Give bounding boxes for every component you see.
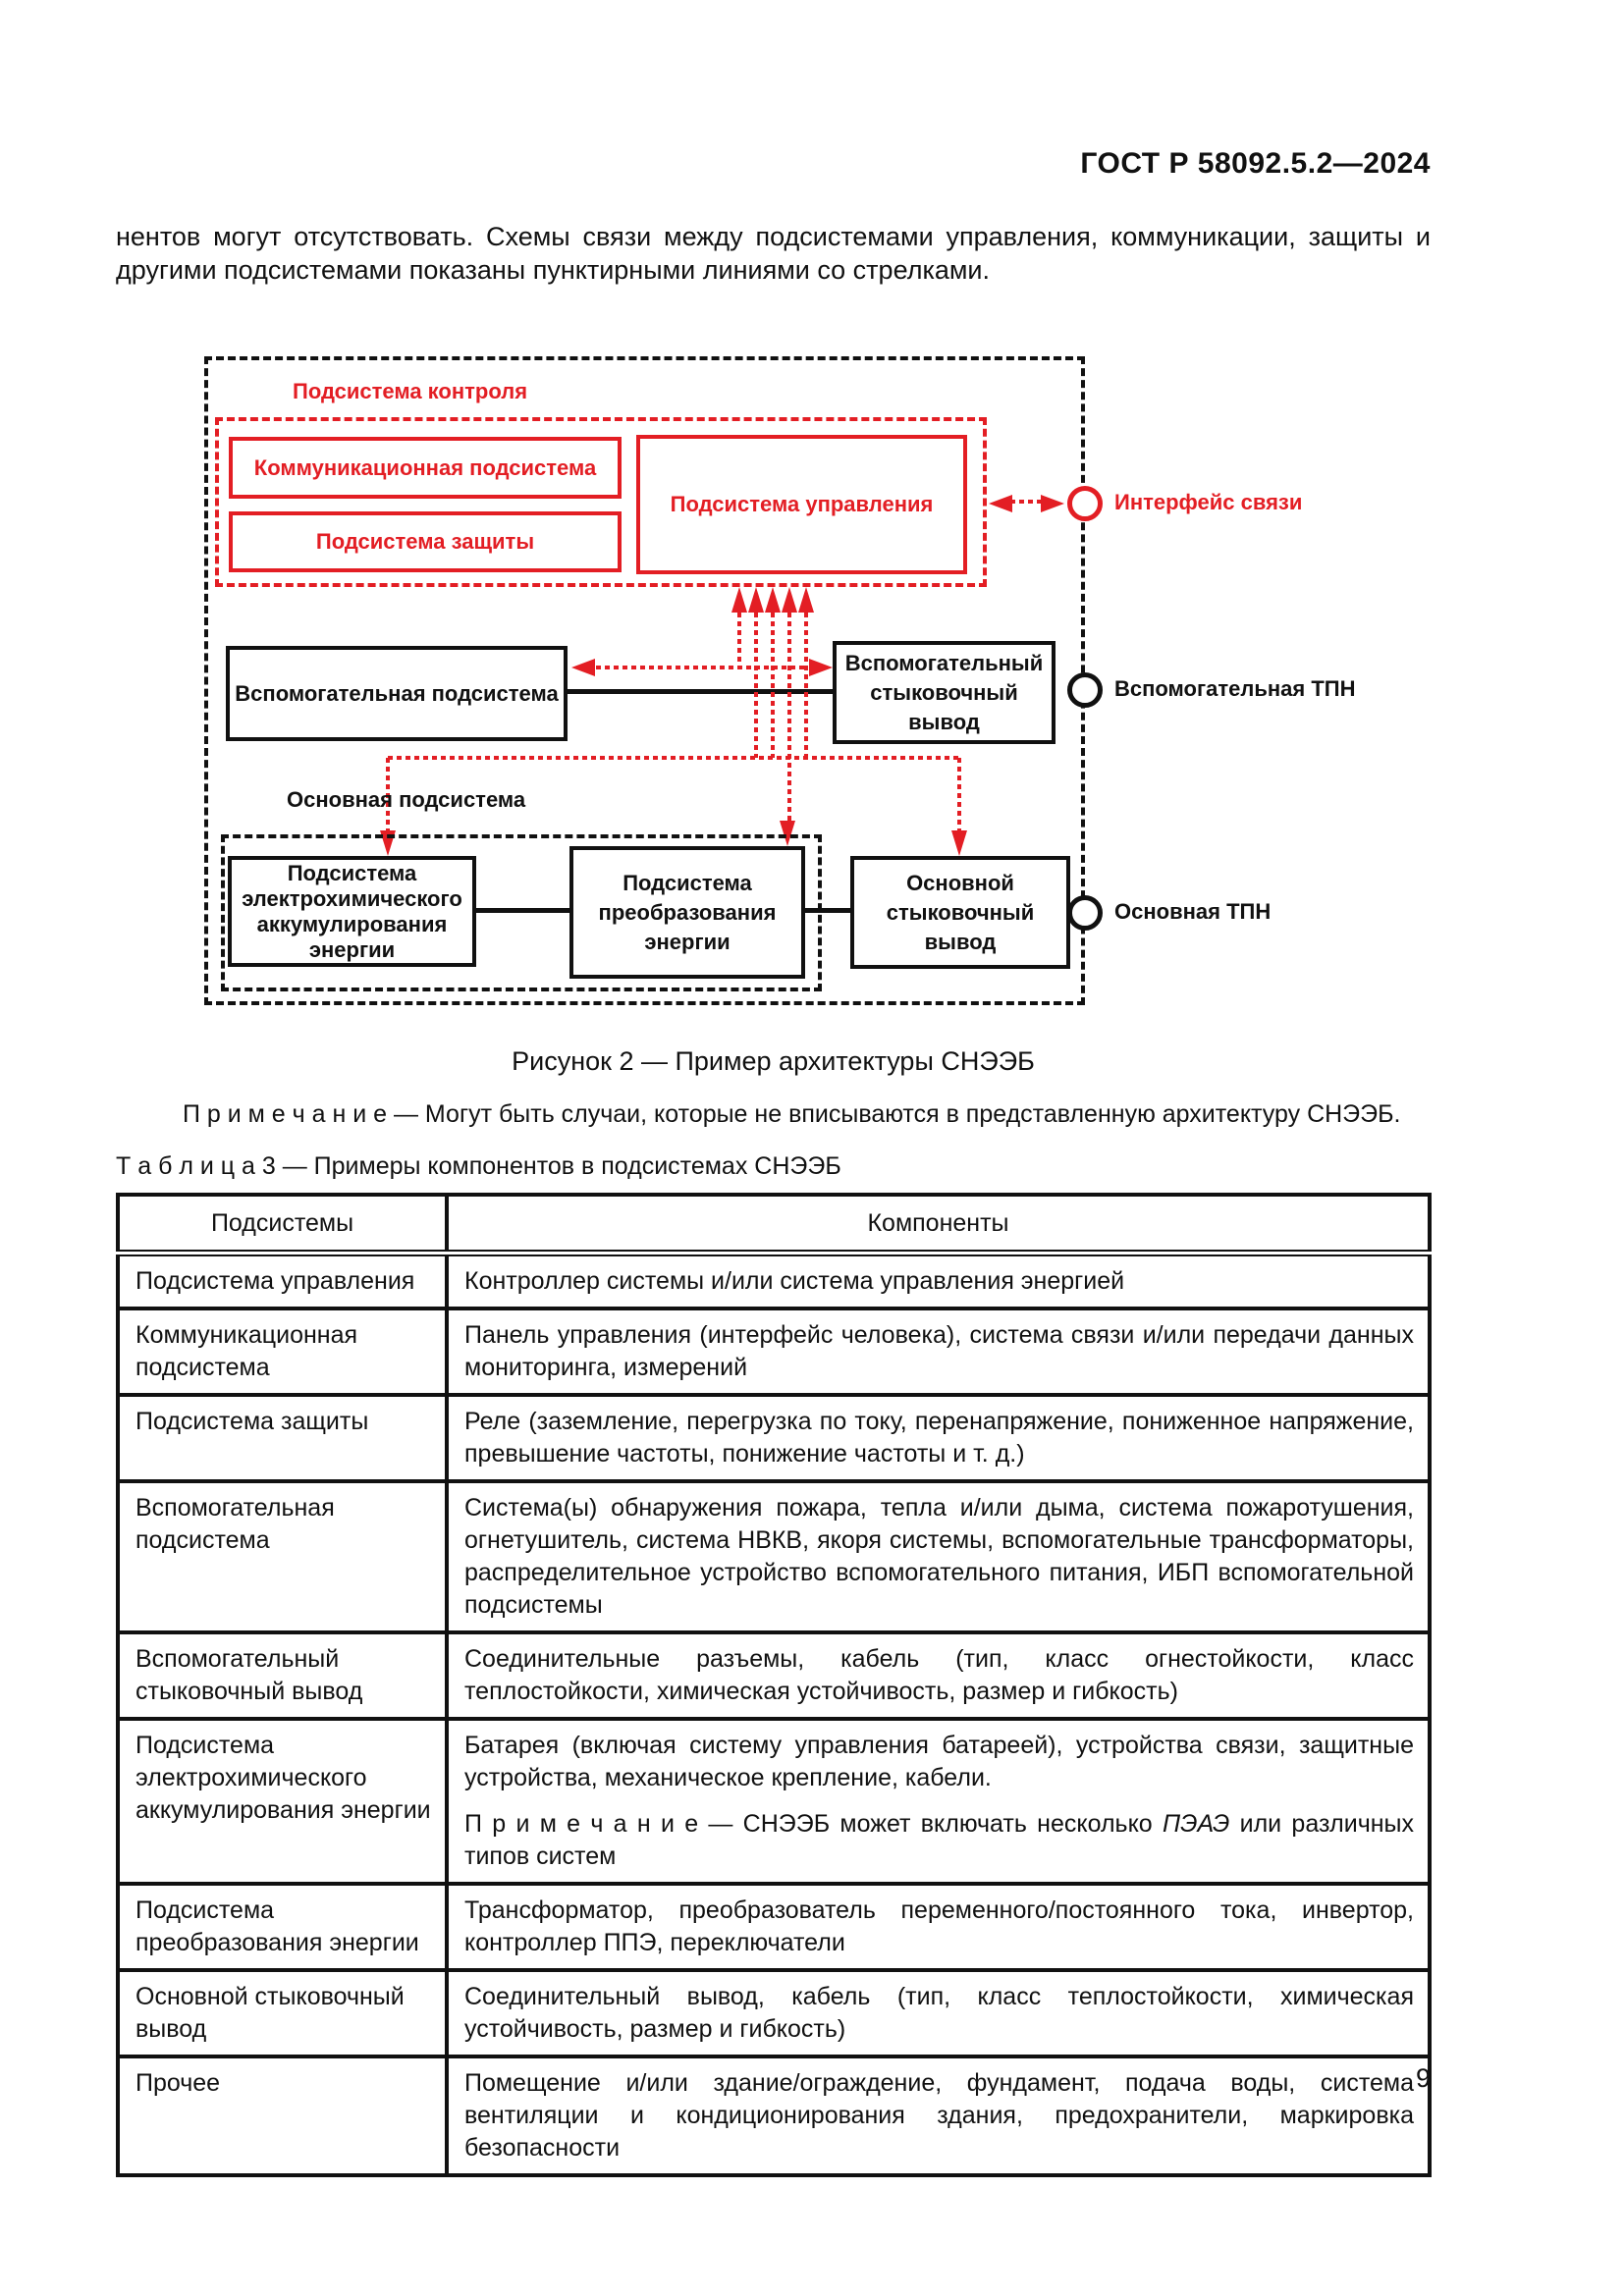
note-italic: ПЭАЭ	[1162, 1810, 1230, 1838]
bundle-stem-5	[804, 613, 808, 758]
bundle-arrowhead-4-icon	[782, 587, 797, 613]
storage-drop-line	[386, 758, 390, 830]
main-subsystem-dashed-box	[221, 834, 822, 991]
components-cell: Помещение и/или здание/ограждение, фунда…	[445, 2055, 1432, 2177]
control-subsystem-dashed-box	[215, 417, 987, 587]
bundle-stem-2	[754, 613, 758, 758]
management-subsystem-box: Подсистема управления	[636, 435, 967, 574]
interface-port-circle-icon	[1067, 486, 1103, 521]
subsystem-cell: Вспомогательная подсистема	[116, 1479, 449, 1634]
conversion-arrowhead-icon	[780, 821, 795, 846]
bundle-arrowhead-5-icon	[798, 587, 814, 613]
interface-label: Интерфейс связи	[1114, 490, 1303, 514]
protection-subsystem-box: Подсистема защиты	[229, 511, 622, 572]
protection-subsystem-label: Подсистема защиты	[315, 529, 535, 554]
components-cell: Соединительный вывод, кабель (тип, класс…	[445, 1968, 1432, 2058]
main-subsystem-label: Основная подсистема	[287, 787, 526, 812]
subsystem-cell: Коммуникационная подсистема	[116, 1307, 449, 1397]
bundle-stem-3	[771, 613, 775, 758]
page-title: ГОСТ Р 58092.5.2—2024	[1080, 147, 1431, 180]
storage-subsystem-box: Подсистема электрохимического аккумулиро…	[228, 856, 476, 967]
main-port-arrowhead-icon	[951, 830, 967, 856]
auxiliary-port-label: Вспомогательный стыковочный вывод	[844, 650, 1044, 734]
distribution-dotted-line	[388, 756, 961, 760]
subsystem-cell: Подсистема преобразования энергии	[116, 1882, 449, 1972]
components-cell: Трансформатор, преобразователь переменно…	[445, 1882, 1432, 1972]
components-cell: Система(ы) обнаружения пожара, тепла и/и…	[445, 1479, 1432, 1634]
table-header-row: Подсистемы Компоненты	[116, 1193, 1432, 1256]
bundle-stem-1	[737, 613, 741, 667]
auxiliary-port-box: Вспомогательный стыковочный вывод	[833, 641, 1056, 744]
management-subsystem-label: Подсистема управления	[670, 492, 934, 516]
components-text: Батарея (включая систему управления бата…	[464, 1732, 1414, 1791]
auxiliary-tpn-circle-icon	[1067, 672, 1103, 708]
conversion-subsystem-label: Подсистема преобразования энергии	[598, 870, 777, 954]
interface-dotted-line	[1010, 500, 1043, 504]
storage-subsystem-label: Подсистема электрохимического аккумулиро…	[242, 860, 462, 962]
figure-caption: Рисунок 2 — Пример архитектуры СНЭЭБ	[512, 1046, 1035, 1076]
table-row: Вспомогательная подсистема Система(ы) об…	[116, 1479, 1432, 1634]
components-cell: Контроллер системы и/или система управле…	[445, 1251, 1432, 1310]
table-caption: Т а б л и ц а 3 — Примеры компонентов в …	[116, 1152, 841, 1180]
auxiliary-connector-line	[568, 689, 833, 694]
components-note: П р и м е ч а н и е — СНЭЭБ может включа…	[464, 1808, 1414, 1873]
communication-subsystem-box: Коммуникационная подсистема	[229, 437, 622, 499]
main-port-drop-line	[957, 758, 961, 830]
bundle-arrowhead-1-icon	[731, 587, 747, 613]
bundle-stem-4	[787, 613, 791, 821]
main-port-label: Основной стыковочный вывод	[886, 870, 1035, 954]
body-paragraph: нентов могут отсутствовать. Схемы связи …	[116, 222, 1431, 285]
interface-arrowhead-right-icon	[1041, 495, 1064, 512]
column-header-components: Компоненты	[445, 1193, 1432, 1256]
main-tpn-circle-icon	[1067, 895, 1103, 931]
bundle-arrowhead-3-icon	[765, 587, 781, 613]
table-row: Подсистема защиты Реле (заземление, пере…	[116, 1393, 1432, 1483]
subsystem-cell: Прочее	[116, 2055, 449, 2177]
table-row: Подсистема управления Контроллер системы…	[116, 1251, 1432, 1310]
column-header-subsystems: Подсистемы	[116, 1193, 449, 1256]
auxiliary-subsystem-label: Вспомогательная подсистема	[235, 680, 559, 706]
page-number: 9	[1415, 2063, 1431, 2093]
table-row: Подсистема преобразования энергии Трансф…	[116, 1882, 1432, 1972]
table-row: Подсистема электрохимического аккумулиро…	[116, 1717, 1432, 1886]
components-cell: Батарея (включая систему управления бата…	[445, 1717, 1432, 1886]
figure-note: П р и м е ч а н и е — Могут быть случаи,…	[183, 1100, 1401, 1128]
table-row: Прочее Помещение и/или здание/ограждение…	[116, 2055, 1432, 2177]
subsystem-cell: Подсистема защиты	[116, 1393, 449, 1483]
conversion-port-line	[805, 908, 850, 913]
storage-conversion-line	[476, 908, 569, 913]
subsystem-cell: Подсистема электрохимического аккумулиро…	[116, 1717, 449, 1886]
bundle-arrowhead-2-icon	[748, 587, 764, 613]
communication-subsystem-label: Коммуникационная подсистема	[253, 454, 597, 480]
aux-arrowhead-left-icon	[571, 659, 595, 676]
main-port-box: Основной стыковочный вывод	[850, 856, 1070, 969]
auxiliary-tpn-label: Вспомогательная ТПН	[1114, 676, 1356, 701]
interface-arrowhead-left-icon	[989, 495, 1012, 512]
control-subsystem-label: Подсистема контроля	[293, 379, 528, 403]
conversion-subsystem-box: Подсистема преобразования энергии	[569, 846, 805, 979]
table-row: Вспомогательный стыковочный вывод Соедин…	[116, 1630, 1432, 1721]
main-tpn-label: Основная ТПН	[1114, 899, 1272, 924]
table-row: Основной стыковочный вывод Соединительны…	[116, 1968, 1432, 2058]
components-table: Подсистемы Компоненты Подсистема управле…	[116, 1193, 1432, 2177]
aux-arrowhead-right-icon	[809, 659, 833, 676]
note-pre: П р и м е ч а н и е — СНЭЭБ может включа…	[464, 1810, 1163, 1838]
subsystem-cell: Вспомогательный стыковочный вывод	[116, 1630, 449, 1721]
components-cell: Реле (заземление, перегрузка по току, пе…	[445, 1393, 1432, 1483]
components-cell: Панель управления (интерфейс человека), …	[445, 1307, 1432, 1397]
components-cell: Соединительные разъемы, кабель (тип, кла…	[445, 1630, 1432, 1721]
table-row: Коммуникационная подсистема Панель управ…	[116, 1307, 1432, 1397]
note-post: или различных типов систем	[464, 1810, 1414, 1870]
subsystem-cell: Основной стыковочный вывод	[116, 1968, 449, 2058]
auxiliary-subsystem-box: Вспомогательная подсистема	[226, 646, 568, 741]
aux-dotted-line	[596, 666, 808, 669]
subsystem-cell: Подсистема управления	[116, 1251, 449, 1310]
